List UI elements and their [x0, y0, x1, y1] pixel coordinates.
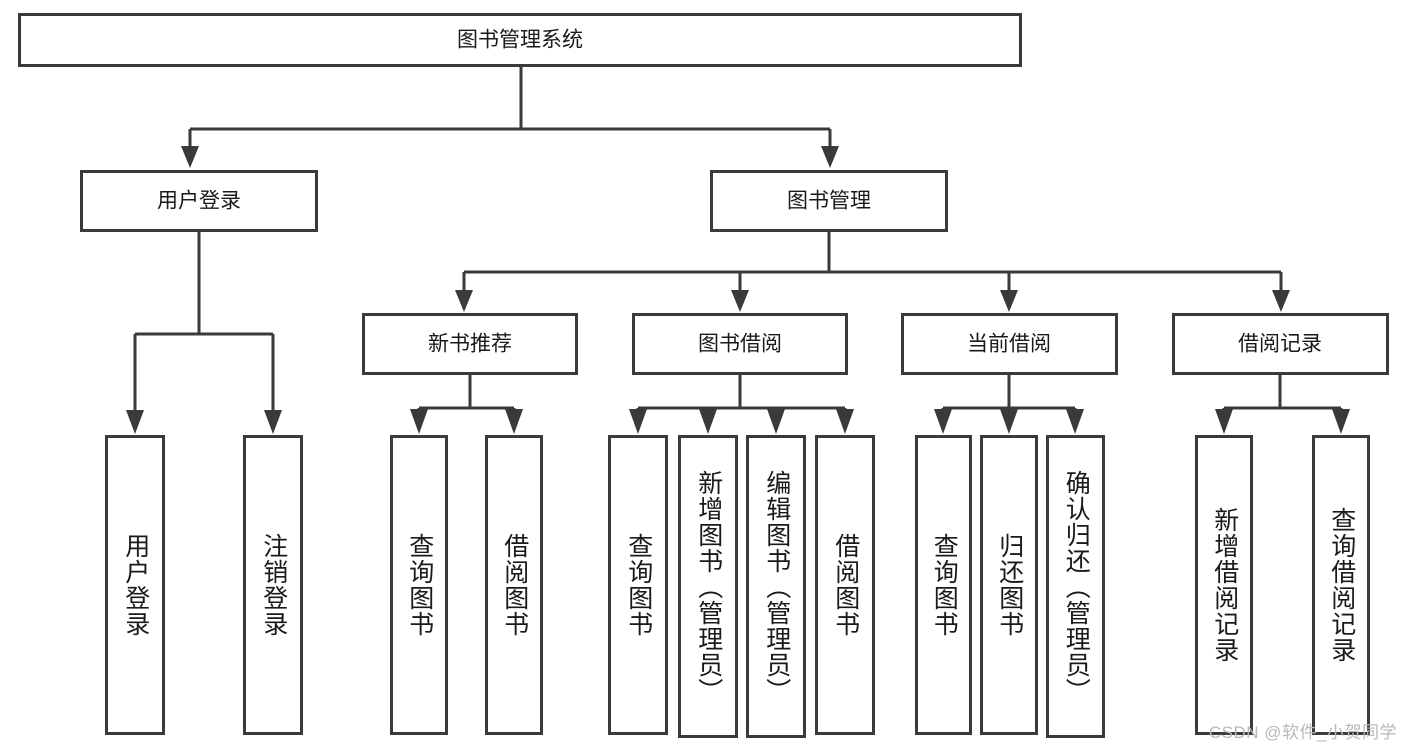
- arrow-head-leaf-confirm-return: [1066, 409, 1084, 434]
- arrow-head-user-login: [181, 146, 199, 168]
- arrow-head-leaf-edit-book: [767, 409, 785, 434]
- leaf-query-book-1-box[interactable]: [390, 435, 448, 735]
- user-login-label: 用户登录: [157, 190, 241, 213]
- leaf-box-layer: [105, 435, 1370, 738]
- arrow-head-book-borrow: [731, 290, 749, 312]
- arrow-head-borrow-record: [1272, 290, 1290, 312]
- connector-book-borrow-to-leaves: [629, 375, 854, 434]
- leaf-edit-book-box[interactable]: [746, 435, 806, 738]
- connector-borrow-record-to-leaves: [1215, 375, 1350, 434]
- arrow-head-leaf-borrow-book-1: [505, 409, 523, 434]
- leaf-add-record-box[interactable]: [1195, 435, 1253, 735]
- leaf-confirm-return-box[interactable]: [1046, 435, 1105, 738]
- book-borrow-label: 图书借阅: [698, 333, 782, 356]
- borrow-record-box[interactable]: [1172, 313, 1389, 375]
- current-borrow-label: 当前借阅: [967, 333, 1051, 356]
- root-label: 图书管理系统: [457, 29, 583, 52]
- current-borrow-box[interactable]: [901, 313, 1118, 375]
- connector-book-management-to-level3: [455, 232, 1290, 312]
- borrow-record-label: 借阅记录: [1238, 333, 1322, 356]
- arrow-head-leaf-add-record: [1215, 409, 1233, 434]
- leaf-user-logout-box[interactable]: [243, 435, 303, 735]
- book-borrow-box[interactable]: [632, 313, 848, 375]
- connector-current-borrow-to-leaves: [934, 375, 1084, 434]
- leaf-borrow-book-2-box[interactable]: [815, 435, 875, 735]
- node-book-borrow[interactable]: 图书借阅: [632, 313, 848, 375]
- arrow-head-leaf-user-logout: [264, 410, 282, 434]
- root-box[interactable]: [18, 13, 1022, 67]
- node-root[interactable]: 图书管理系统: [18, 13, 1022, 67]
- leaf-return-book-box[interactable]: [980, 435, 1038, 735]
- leaf-query-book-3-box[interactable]: [915, 435, 972, 735]
- arrow-head-leaf-query-book-3: [934, 409, 952, 434]
- leaf-query-record-box[interactable]: [1312, 435, 1370, 735]
- new-book-recommend-label: 新书推荐: [428, 333, 512, 356]
- new-book-recommend-box[interactable]: [362, 313, 578, 375]
- node-borrow-record[interactable]: 借阅记录: [1172, 313, 1389, 375]
- node-book-management[interactable]: 图书管理: [710, 170, 948, 232]
- arrow-head-leaf-query-record: [1332, 409, 1350, 434]
- leaf-add-book-box[interactable]: [678, 435, 738, 738]
- arrow-head-book-management: [821, 146, 839, 168]
- connector-user-login-to-leaves: [126, 232, 282, 434]
- arrow-head-leaf-query-book-1: [410, 409, 428, 434]
- arrow-head-leaf-borrow-book-2: [836, 409, 854, 434]
- node-user-login[interactable]: 用户登录: [80, 170, 318, 232]
- watermark-text: CSDN @软件_小贺同学: [1208, 723, 1397, 742]
- arrow-head-leaf-return-book: [1000, 409, 1018, 434]
- arrow-head-current-borrow: [1000, 290, 1018, 312]
- arrow-head-leaf-user-login: [126, 410, 144, 434]
- node-new-book-recommend[interactable]: 新书推荐: [362, 313, 578, 375]
- arrow-head-leaf-query-book-2: [629, 409, 647, 434]
- leaf-user-login-box[interactable]: [105, 435, 165, 735]
- leaf-borrow-book-1-box[interactable]: [485, 435, 543, 735]
- connector-root-to-level2: [181, 67, 839, 168]
- arrow-head-leaf-add-book: [699, 409, 717, 434]
- connector-new-book-recommend-to-leaves: [410, 375, 523, 434]
- node-current-borrow[interactable]: 当前借阅: [901, 313, 1118, 375]
- book-management-box[interactable]: [710, 170, 948, 232]
- book-management-label: 图书管理: [787, 190, 871, 213]
- leaf-query-book-2-box[interactable]: [608, 435, 668, 735]
- user-login-box[interactable]: [80, 170, 318, 232]
- arrow-head-new-book-recommend: [455, 290, 473, 312]
